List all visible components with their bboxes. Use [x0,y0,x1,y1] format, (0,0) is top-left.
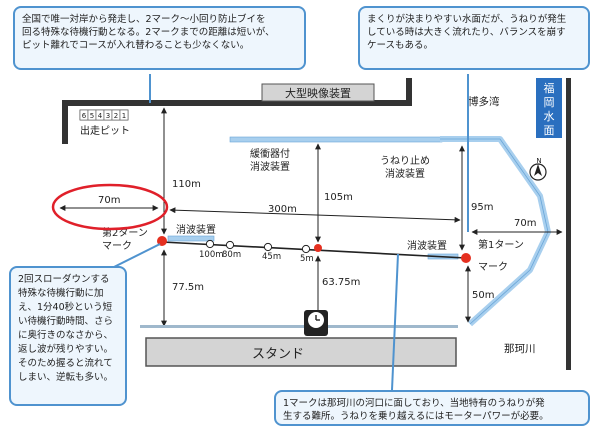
callout-top-left: 全国で唯一対岸から発走し、2マーク～小回り防止ブイを 回る特殊な待機行動となる。… [13,6,306,70]
pit-cell [119,109,129,121]
hakata-bay-label: 博多湾 [468,95,500,108]
buoy-5m [301,244,311,254]
callout-top-right-text: まくりが決まりやすい水面だが、うねりが発生 している時は大きく流れたり、バランス… [367,14,567,51]
breakwater-buffer-label-2: 消波装置 [250,160,290,173]
buoy-label-100m: 100m [199,250,224,260]
callout-pointers [111,74,469,391]
pit-number: 4 [98,112,103,120]
near-side-rail [140,325,458,328]
fukuoka-char-1: 福 [544,81,555,95]
breakwater-buffer: 緩衝器付 消波装置 [229,136,443,173]
dist-70m-left: 70m [98,195,120,206]
big-screen-label: 大型映像装置 [285,86,351,100]
wave-breaker-right-label: 消波装置 [407,239,447,252]
buoy-80m [225,240,235,250]
far-side-wall [62,78,412,144]
swell-stopper-label-2: 消波装置 [385,167,425,180]
dist-105m: 105m [324,192,353,203]
pit-number: 1 [122,112,126,120]
buoys [205,239,322,254]
swell-stopper-label-1: うねり止め [380,155,430,167]
clock-tower-icon [304,310,328,336]
pit-number: 5 [90,112,94,120]
swell-stopper-breakwater: うねり止め 消波装置 [380,136,551,327]
mark1-label-2: マーク [478,261,508,273]
callout-left: 2回スローダウンする 特殊な待機行動に加 え、1分40秒という短 い待機行動時間… [9,266,127,406]
dimension-lines [59,107,563,327]
buoy-label-80m: 80m [222,250,241,260]
fukuoka-water-box: 福 岡 水 面 [536,78,562,138]
fukuoka-char-2: 岡 [544,96,555,109]
nakagawa-label: 那珂川 [504,343,536,355]
big-screen: 大型映像装置 [261,83,375,102]
buoy-red [314,244,322,252]
turn-mark-1 [461,253,471,263]
dist-77-5m: 77.5m [172,282,204,293]
wave-breaker-left: 消波装置 [167,223,216,242]
compass-icon: N [529,157,547,181]
callout-top-left-text: 全国で唯一対岸から発走し、2マーク～小回り防止ブイを 回る特殊な待機行動となる。… [22,14,275,51]
wave-breaker-left-label: 消波装置 [176,223,216,236]
dist-110m: 110m [172,179,201,190]
compass-n: N [536,157,541,165]
callout-bottom-right-text: 1マークは那珂川の河口に面しており、当地特有のうねりが発 生する難所。うねりを乗… [283,398,549,422]
pit-number: 6 [82,112,87,120]
callout-top-right: まくりが決まりやすい水面だが、うねりが発生 している時は大きく流れたり、バランス… [358,6,590,70]
right-wall [566,78,571,370]
stand: スタンド [145,337,457,367]
mark1-label-1: 第1ターン [478,238,524,251]
dist-50m: 50m [472,290,494,301]
buoy-label-5m: 5m [300,254,314,264]
dist-70m-right: 70m [514,218,536,229]
dist-95m: 95m [471,202,493,213]
buoy-45m [263,242,273,252]
dist-63-75m: 63.75m [322,277,360,288]
fukuoka-char-4: 面 [544,124,555,137]
fukuoka-char-3: 水 [544,110,555,123]
stand-label: スタンド [252,347,304,362]
dist-300m: 300m [268,204,297,215]
breakwater-buffer-label-1: 緩衝器付 [250,147,290,160]
buoy-label-45m: 45m [262,252,281,262]
highlight-oval [51,183,169,231]
pit-number: 3 [106,112,110,120]
callout-left-text: 2回スローダウンする 特殊な待機行動に加 え、1分40秒という短 い待機行動時間… [18,274,114,383]
callout-bottom-right: 1マークは那珂川の河口に面しており、当地特有のうねりが発 生する難所。うねりを乗… [274,390,590,426]
start-pit-label: 出走ピット [80,124,130,137]
mark2-label-2: マーク [102,240,132,252]
pit-number: 2 [114,112,118,120]
buoy-100m [205,239,215,249]
